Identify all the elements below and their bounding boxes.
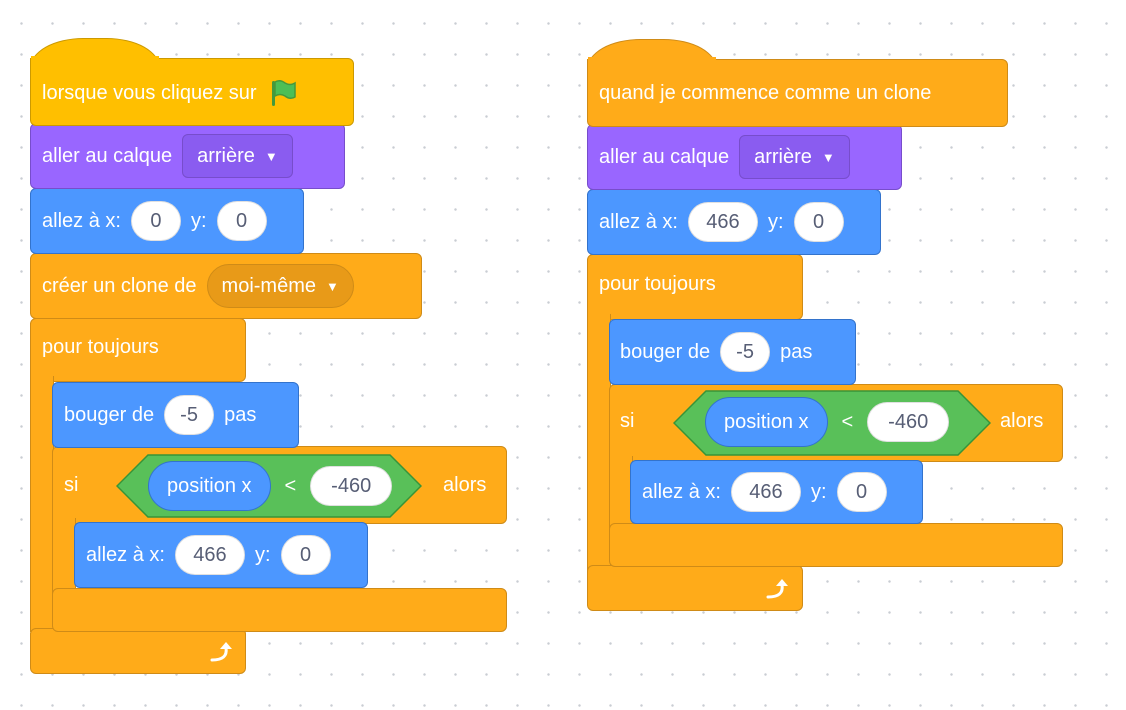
if-block-arm bbox=[609, 456, 633, 528]
if-label: si bbox=[620, 410, 635, 432]
layer-label: aller au calque bbox=[42, 144, 173, 167]
layer-value: arrière bbox=[197, 144, 255, 167]
dropdown-arrow-icon: ▼ bbox=[264, 148, 278, 164]
less-than-symbol: < bbox=[284, 474, 297, 497]
less-than-symbol: < bbox=[841, 410, 854, 433]
hat-label: lorsque vous cliquez sur bbox=[42, 81, 257, 104]
steps-value-field[interactable]: -5 bbox=[720, 332, 771, 372]
y-value-field[interactable]: 0 bbox=[216, 201, 267, 241]
then-label: alors bbox=[1000, 410, 1044, 432]
steps-value-field[interactable]: -5 bbox=[164, 395, 215, 435]
position-x-reporter[interactable]: position x bbox=[148, 461, 271, 511]
goto-y-label: y: bbox=[767, 210, 784, 233]
layer-dropdown[interactable]: arrière ▼ bbox=[739, 135, 850, 179]
create-clone-label: créer un clone de bbox=[42, 274, 197, 297]
layer-label: aller au calque bbox=[599, 145, 730, 168]
y-value-field[interactable]: 0 bbox=[793, 202, 844, 242]
compare-value-field[interactable]: -460 bbox=[867, 402, 950, 442]
if-block-bottom[interactable] bbox=[609, 523, 1063, 567]
x-value-field[interactable]: 466 bbox=[174, 535, 245, 575]
if-label: si bbox=[64, 474, 79, 496]
forever-block-arm bbox=[30, 376, 54, 632]
goto-x-label: allez à x: bbox=[42, 209, 121, 232]
loop-arrow-icon bbox=[766, 579, 788, 599]
steps-unit-label: pas bbox=[224, 403, 257, 426]
position-x-reporter[interactable]: position x bbox=[705, 397, 828, 447]
hat-label: quand je commence comme un clone bbox=[599, 82, 932, 104]
y-value-field[interactable]: 0 bbox=[836, 472, 887, 512]
goto-y-label: y: bbox=[190, 209, 207, 232]
x-value-field[interactable]: 466 bbox=[687, 202, 758, 242]
goto-y-label: y: bbox=[810, 480, 827, 503]
y-value-field[interactable]: 0 bbox=[280, 535, 331, 575]
clone-target-dropdown[interactable]: moi-même ▼ bbox=[206, 264, 354, 308]
when-flag-clicked-block[interactable] bbox=[30, 58, 354, 126]
x-value-field[interactable]: 0 bbox=[130, 201, 181, 241]
goto-y-label: y: bbox=[254, 543, 271, 566]
forever-label: pour toujours bbox=[42, 336, 159, 358]
loop-arrow-icon bbox=[210, 642, 232, 662]
green-flag-icon bbox=[271, 79, 296, 106]
layer-value: arrière bbox=[754, 145, 812, 168]
then-label: alors bbox=[443, 474, 487, 496]
move-label: bouger de bbox=[64, 403, 155, 426]
forever-label: pour toujours bbox=[599, 273, 716, 295]
dropdown-arrow-icon: ▼ bbox=[821, 149, 835, 165]
forever-block-arm bbox=[587, 314, 611, 570]
compare-value-field[interactable]: -460 bbox=[310, 466, 393, 506]
steps-unit-label: pas bbox=[780, 340, 813, 363]
x-value-field[interactable]: 466 bbox=[730, 472, 801, 512]
layer-dropdown[interactable]: arrière ▼ bbox=[182, 134, 293, 178]
goto-x-label: allez à x: bbox=[642, 480, 721, 503]
goto-x-label: allez à x: bbox=[86, 543, 165, 566]
dropdown-arrow-icon: ▼ bbox=[326, 278, 339, 294]
if-block-arm bbox=[52, 518, 76, 594]
goto-x-label: allez à x: bbox=[599, 210, 678, 233]
clone-target-value: moi-même bbox=[221, 274, 316, 297]
if-block-bottom[interactable] bbox=[52, 588, 507, 632]
move-label: bouger de bbox=[620, 340, 711, 363]
when-start-as-clone-block[interactable] bbox=[587, 59, 1008, 127]
